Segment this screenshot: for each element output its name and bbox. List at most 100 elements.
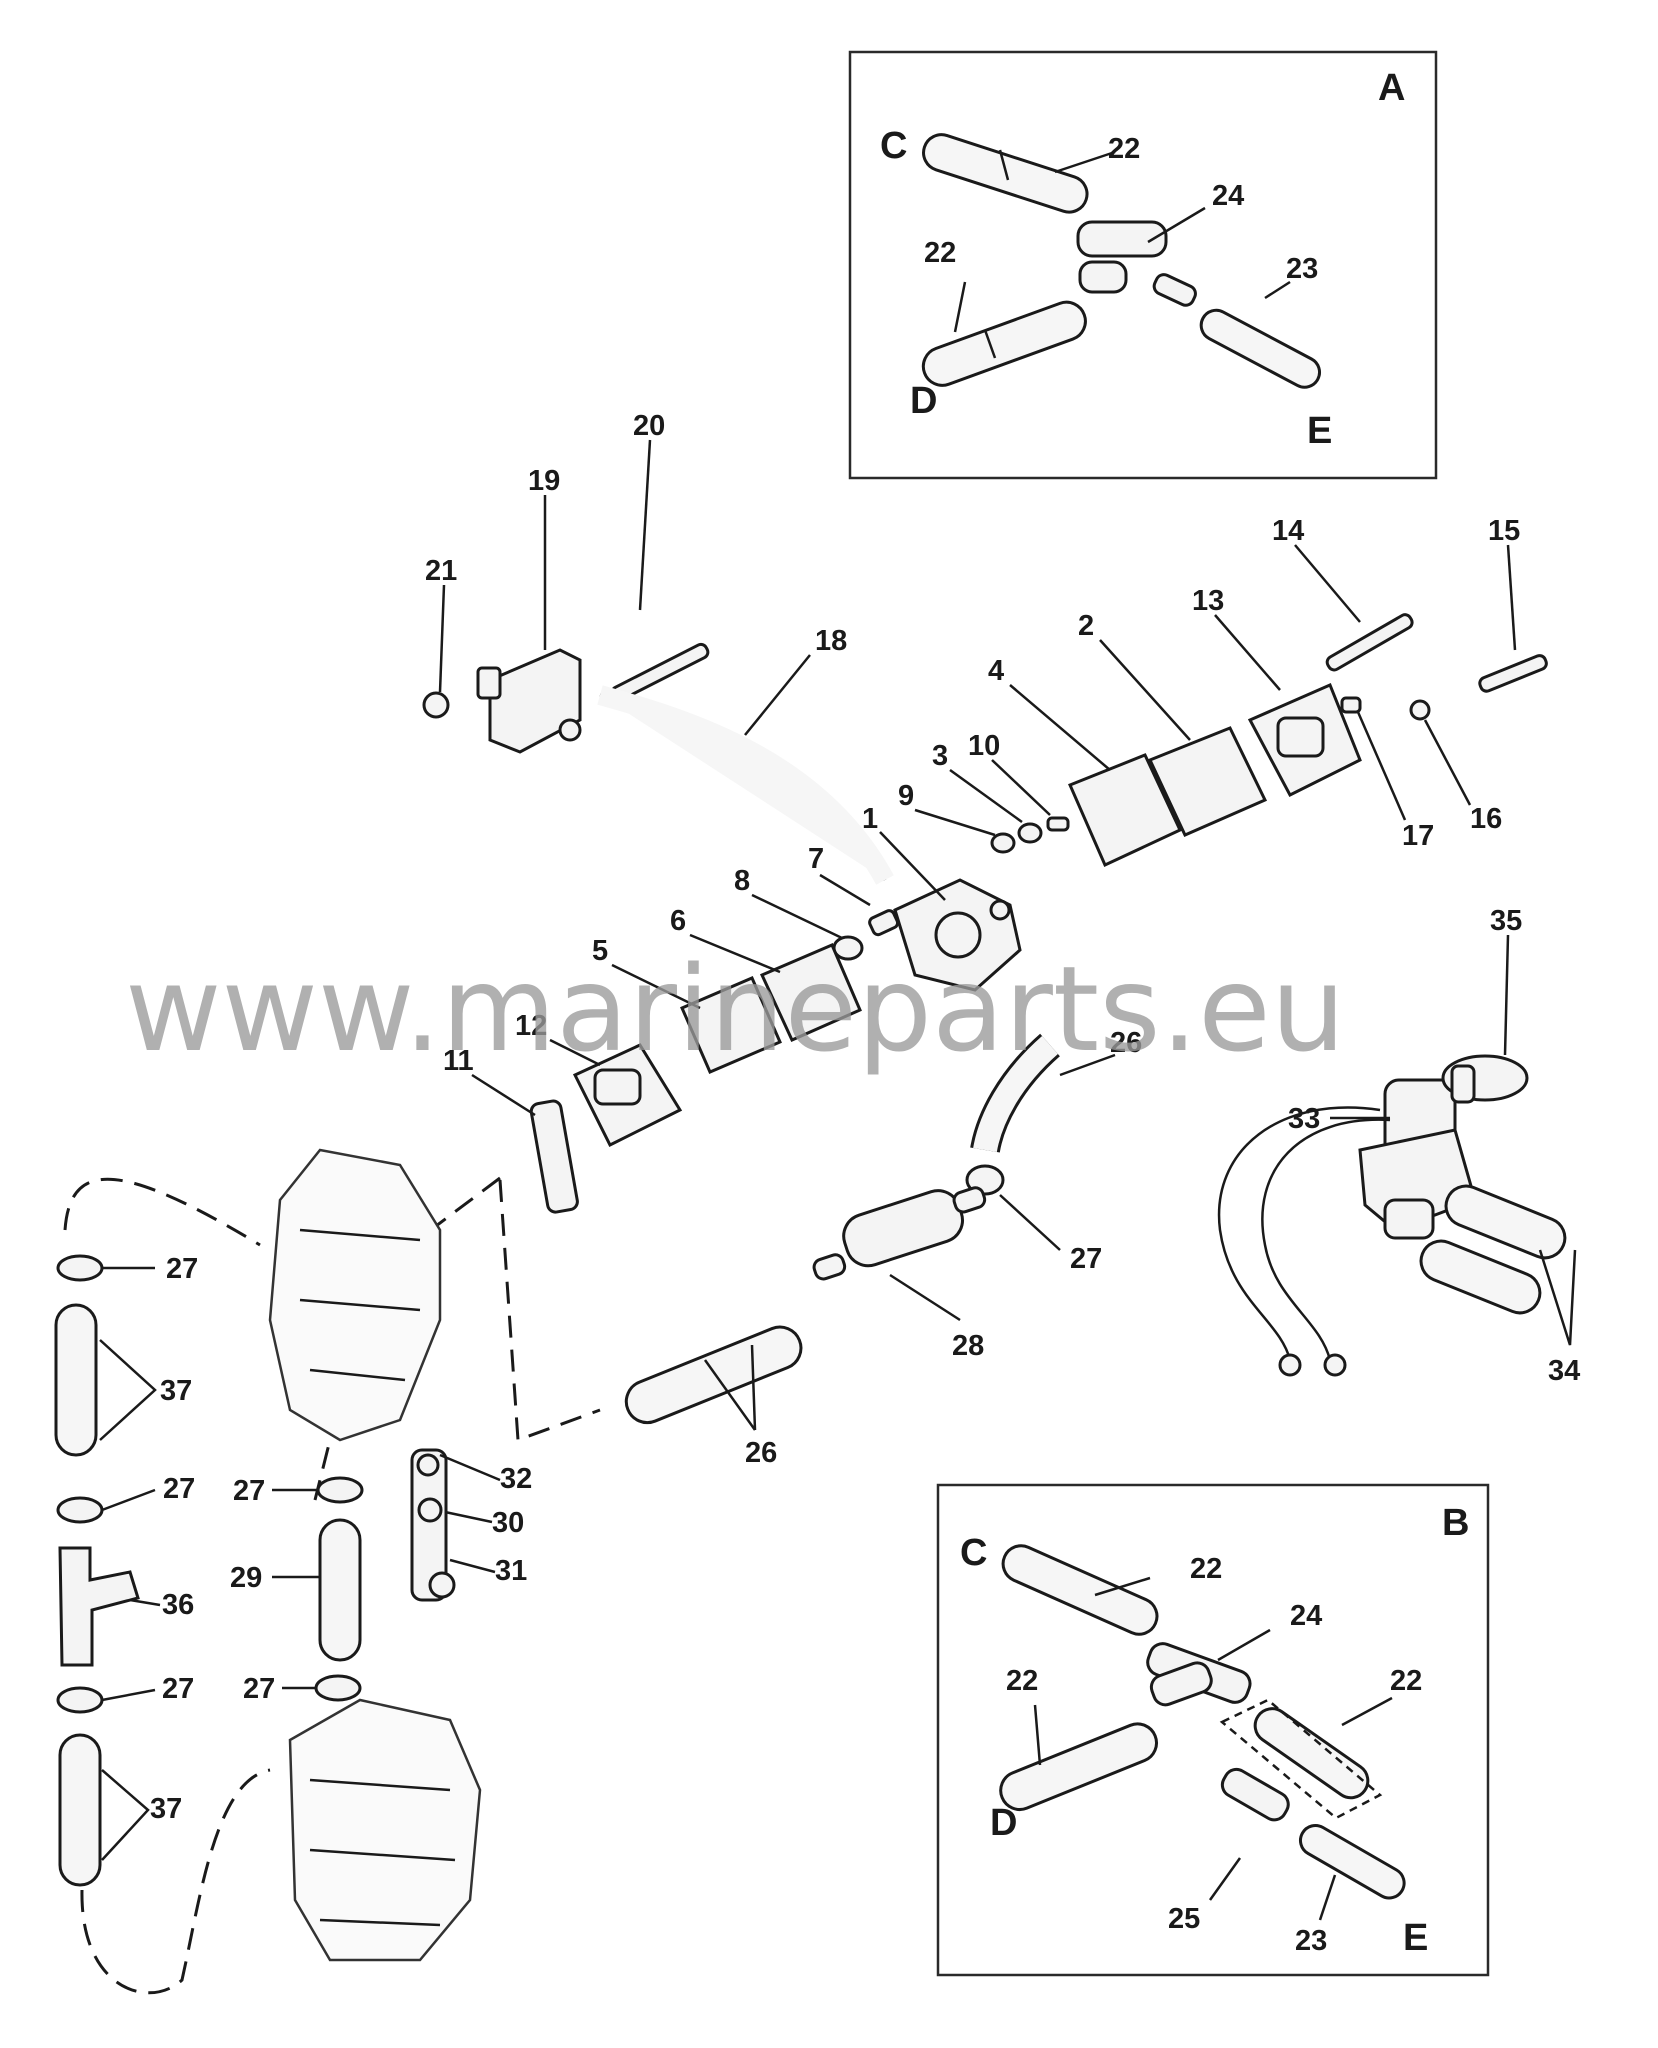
leader-37-lower <box>101 1769 150 1861</box>
inset-b-dashed-outline <box>1219 1698 1383 1820</box>
routing-line-mid <box>498 1179 601 1443</box>
callout-a-23: 23 <box>1286 253 1318 285</box>
inset-a-conn-c: C <box>880 125 907 167</box>
leader-27-b <box>101 1488 156 1512</box>
middle-hose-column <box>314 1476 364 1702</box>
callout-4: 4 <box>988 655 1004 687</box>
callout-b-23: 23 <box>1295 1925 1327 1957</box>
leader-21 <box>438 584 446 693</box>
callout-26-upper: 26 <box>1110 1027 1142 1059</box>
callout-14: 14 <box>1272 515 1304 547</box>
part-4-gasket <box>1068 753 1182 868</box>
callout-7: 7 <box>808 843 824 875</box>
inset-b-hose-e <box>1298 1823 1406 1900</box>
callout-37-upper: 37 <box>160 1375 192 1407</box>
part-27-clamp-e <box>314 1674 362 1702</box>
part-26-hose-lower <box>624 1325 803 1425</box>
leader-30 <box>444 1510 493 1524</box>
leader-15 <box>1506 544 1517 651</box>
routing-line-left-bottom <box>80 1768 271 1995</box>
leader-4 <box>1009 684 1111 771</box>
left-hose-column <box>54 1254 140 1887</box>
inset-b-check-valve <box>1220 1767 1290 1822</box>
callout-29: 29 <box>230 1562 262 1594</box>
leader-27-filter <box>999 1194 1061 1251</box>
part-30-connector <box>410 1448 456 1602</box>
inset-a-hose-e <box>1199 308 1321 389</box>
part-27-clamp-d <box>316 1476 364 1504</box>
part-34-hose-b <box>1419 1239 1542 1315</box>
inset-b-hose-d <box>999 1722 1158 1811</box>
leader-13 <box>1214 614 1281 691</box>
callout-1: 1 <box>862 803 878 835</box>
leader-b-23 <box>1318 1874 1337 1921</box>
part-21-nut <box>422 691 450 719</box>
leader-a-22-top <box>1054 150 1116 174</box>
part-35-mounting-clamp <box>1441 1054 1529 1104</box>
leader-31 <box>449 1558 496 1574</box>
callout-17: 17 <box>1402 820 1434 852</box>
inset-a-label: A <box>1378 67 1405 109</box>
callout-27-a: 27 <box>166 1253 198 1285</box>
callout-33: 33 <box>1288 1103 1320 1135</box>
leader-28 <box>889 1273 961 1322</box>
inset-b-tee-fitting <box>1146 1642 1252 1707</box>
leader-37-upper <box>99 1339 157 1441</box>
leader-36 <box>129 1598 161 1607</box>
leader-b-24 <box>1217 1628 1271 1662</box>
leader-1 <box>879 831 946 901</box>
leader-20 <box>638 439 652 611</box>
callout-35: 35 <box>1490 905 1522 937</box>
callout-32: 32 <box>500 1463 532 1495</box>
callout-26-lower: 26 <box>745 1437 777 1469</box>
part-3-washer <box>1017 822 1043 844</box>
leader-26-upper <box>1059 1053 1116 1077</box>
inset-b-conn-c: C <box>960 1532 987 1574</box>
part-36-y-fitting <box>58 1546 140 1667</box>
inset-b: B C D E 22 24 22 22 25 23 <box>936 1483 1490 1977</box>
inset-a-hose-d <box>921 300 1087 387</box>
callout-a-22-bottom: 22 <box>924 237 956 269</box>
inset-a-hose-c <box>922 133 1089 214</box>
inset-a-conn-e: E <box>1307 410 1332 452</box>
callout-37-lower: 37 <box>150 1793 182 1825</box>
leader-a-23 <box>1264 280 1291 300</box>
callout-20: 20 <box>633 410 665 442</box>
leader-11 <box>471 1073 536 1117</box>
callout-8: 8 <box>734 865 750 897</box>
leader-a-22-bottom <box>953 281 967 333</box>
watermark-text: www.marineparts.eu <box>125 940 1346 1078</box>
part-11-bracket <box>529 1099 579 1214</box>
part-13-pump-cover <box>1247 683 1362 797</box>
callout-13: 13 <box>1192 585 1224 617</box>
callout-a-22-top: 22 <box>1108 133 1140 165</box>
part-34-hose-a <box>1444 1184 1567 1260</box>
inset-a-tee-fitting <box>1076 220 1197 307</box>
part-33-electric-fuel-pump <box>1217 1078 1477 1377</box>
part-19-fitting-block <box>476 648 582 754</box>
callout-a-24: 24 <box>1212 180 1244 212</box>
part-14-bolt <box>1325 613 1414 672</box>
part-37-hose-upper <box>54 1303 98 1457</box>
part-27-clamp-c <box>56 1686 104 1714</box>
callout-28: 28 <box>952 1330 984 1362</box>
callout-16: 16 <box>1470 803 1502 835</box>
callout-27-filter: 27 <box>1070 1243 1102 1275</box>
callout-11: 11 <box>443 1045 474 1077</box>
callout-10: 10 <box>968 730 1000 762</box>
callout-27-e: 27 <box>243 1673 275 1705</box>
part-15-screw <box>1478 654 1548 693</box>
callout-b-22-right: 22 <box>1390 1665 1422 1697</box>
callout-6: 6 <box>670 905 686 937</box>
routing-line-left-top <box>63 1177 261 1247</box>
callout-b-22-top: 22 <box>1190 1553 1222 1585</box>
callout-2: 2 <box>1078 610 1094 642</box>
powerhead-sketch-upper <box>268 1148 442 1442</box>
part-1-pump-body <box>893 878 1022 992</box>
inset-b-label: B <box>1442 1502 1469 1544</box>
leader-2 <box>1099 639 1191 741</box>
part-10-spring <box>1046 816 1070 832</box>
part-16-plug <box>1409 699 1431 721</box>
callout-b-24: 24 <box>1290 1600 1322 1632</box>
leader-35 <box>1503 934 1510 1056</box>
